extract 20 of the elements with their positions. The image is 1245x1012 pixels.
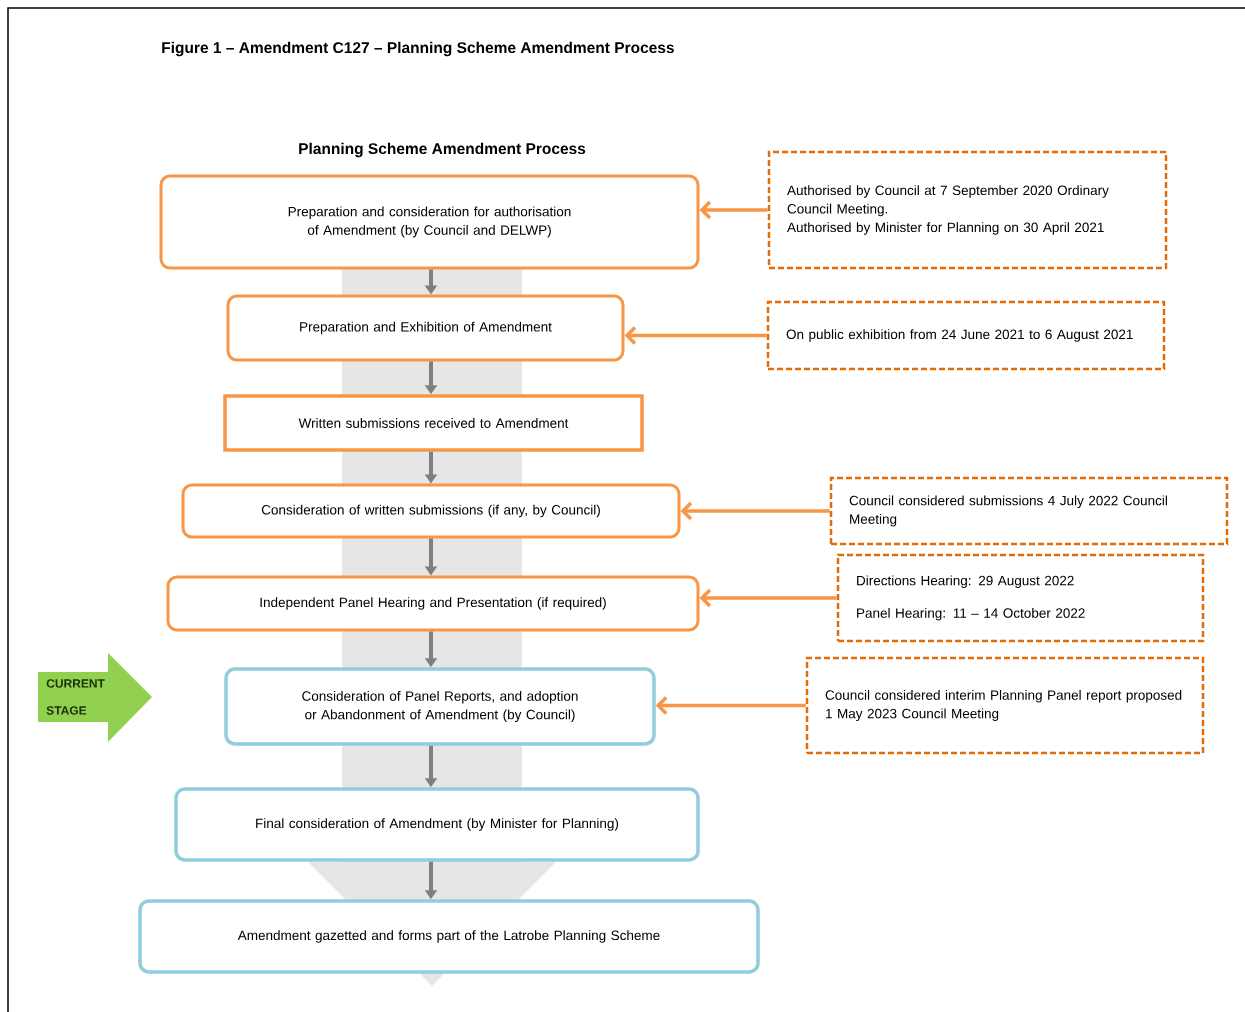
process-box: Amendment gazetted and forms part of the Latrobe Planning Scheme — [138, 899, 760, 974]
arrow — [680, 501, 830, 521]
process-box: Written submissions received to Amendment — [223, 394, 644, 452]
process-box: Preparation and consideration for authorisation of Amendment (by Council and DELWP) — [159, 174, 700, 270]
process-box: Preparation and Exhibition of Amendment — [226, 294, 625, 362]
arrow — [699, 200, 768, 220]
figure-title: Figure 1 – Amendment C127 – Planning Scheme Amendment Process — [162, 41, 674, 57]
note-box: Directions Hearing: 29 August 2022 Panel Hearing: 11 – 14 October 2022 — [836, 553, 1205, 643]
arrow — [699, 588, 837, 608]
process-box: Final consideration of Amendment (by Minister for Planning) — [174, 787, 700, 862]
arrow — [655, 696, 806, 715]
note-box: On public exhibition from 24 June 2021 to 6 August 2021 — [766, 300, 1166, 371]
note-box: Authorised by Council at 7 September 2020 Ordinary Council Meeting. Authorised by Minister for Planning on 30 April 2021 — [767, 150, 1168, 270]
note-box: Council considered interim Planning Panel report proposed 1 May 2023 Council Meeting — [805, 656, 1205, 755]
process-box: Consideration of Panel Reports, and adoption or Abandonment of Amendment (by Council) — [224, 667, 656, 746]
process-box: Consideration of written submissions (if any, by Council) — [181, 483, 681, 539]
note-box: Council considered submissions 4 July 2022 Council Meeting — [829, 476, 1229, 546]
chart-heading: Planning Scheme Amendment Process — [299, 142, 586, 158]
process-box: Independent Panel Hearing and Presentation (if required) — [166, 575, 700, 632]
arrow — [624, 326, 767, 345]
